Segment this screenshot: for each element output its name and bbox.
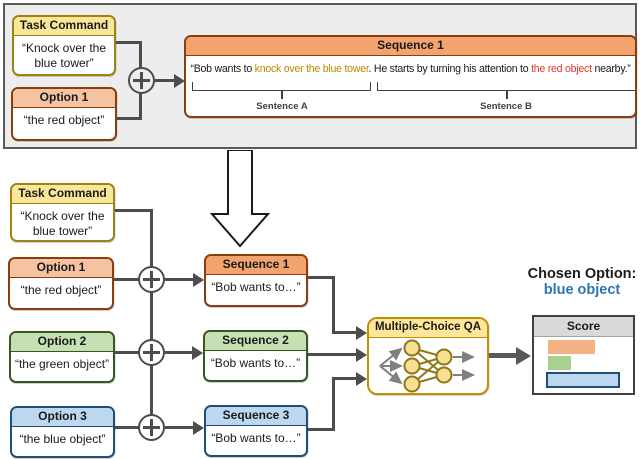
flow-down-arrow [210, 150, 270, 248]
connector-line [165, 351, 193, 354]
connector-line [165, 278, 194, 281]
task-command-box: Task Command “Knock over the blue tower” [10, 183, 115, 242]
connector-line [150, 209, 153, 431]
task-command-title: Task Command [14, 17, 114, 36]
connector-line [117, 117, 142, 120]
chosen-option-value: blue object [543, 282, 621, 298]
arrowhead-icon [356, 371, 367, 386]
option3-text: “the blue object” [19, 432, 106, 446]
qa-box-title: Multiple-Choice QA [369, 319, 487, 338]
task-command-text: “Knock over the blue tower” [20, 209, 105, 238]
chosen-option-label: Chosen Option: [527, 266, 637, 282]
score-bar-option2-green [548, 356, 571, 370]
connector-line [165, 426, 194, 429]
chosen-option: Chosen Option: blue object [524, 266, 640, 298]
sequence3-text: “Bob wants to…” [211, 431, 301, 445]
arrowhead-icon [516, 347, 531, 365]
sentence-b-label: Sentence B [480, 101, 532, 112]
score-title: Score [534, 317, 633, 337]
score-bars [534, 337, 633, 393]
neural-network-icon [379, 339, 475, 393]
connector-line [308, 353, 356, 356]
sequence2-title: Sequence 2 [205, 332, 306, 351]
option2-text: “the green object” [14, 357, 110, 371]
score-box: Score [532, 315, 635, 395]
connector-line [115, 351, 141, 354]
sentence-part-plain: nearby.” [591, 63, 631, 75]
sequence1-title: Sequence 1 [186, 37, 635, 56]
arrowhead-icon [193, 420, 204, 435]
sentence-a-brace-stem [281, 91, 283, 99]
connector-line [115, 426, 141, 429]
connector-line [332, 377, 335, 431]
score-bar-option1-red [548, 340, 595, 354]
connector-line [332, 377, 356, 380]
plus-combine-icon [138, 414, 165, 441]
sentence-part-task-highlight: knock over the blue tower [254, 63, 369, 75]
arrowhead-icon [192, 345, 203, 360]
sequence1-text: “Bob wants to…” [211, 280, 301, 294]
plus-combine-icon [138, 339, 165, 366]
sequence-sentence: “Bob wants to knock over the blue tower.… [186, 62, 635, 77]
example-panel: Task Command “Knock over the blue tower”… [3, 3, 637, 149]
option1-box-top: Option 1 “the red object” [11, 87, 117, 141]
connector-line [115, 209, 153, 212]
sequence2-text: “Bob wants to…” [210, 356, 301, 370]
sequence3-title: Sequence 3 [206, 407, 306, 426]
arrowhead-icon [356, 347, 367, 362]
connector-line [308, 428, 335, 431]
connector-line [332, 276, 335, 334]
option3-box: Option 3 “the blue object” [10, 406, 115, 458]
sequence1-body: “Bob wants to knock over the blue tower.… [186, 56, 635, 116]
plus-combine-icon [138, 266, 165, 293]
multiple-choice-qa-box: Multiple-Choice QA [367, 317, 489, 395]
sequence1-large-box: Sequence 1 “Bob wants to knock over the … [184, 35, 637, 118]
task-command-title: Task Command [12, 185, 113, 204]
sentence-a-label: Sentence A [256, 101, 308, 112]
sentence-b-brace-stem [506, 91, 508, 99]
sentence-part-plain: . He starts by turning his attention to [368, 63, 532, 75]
option1-title: Option 1 [13, 89, 115, 108]
connector-line [114, 278, 141, 281]
option1-box: Option 1 “the red object” [8, 257, 114, 310]
arrowhead-icon [193, 272, 204, 287]
sentence-a-brace [192, 82, 371, 91]
sequence2-box: Sequence 2 “Bob wants to…” [203, 330, 308, 382]
connector-line [155, 79, 175, 82]
connector-line [308, 276, 335, 279]
option2-box: Option 2 “the green object” [9, 331, 115, 383]
sequence1-title: Sequence 1 [206, 256, 306, 275]
score-bar-option3-blue [546, 372, 620, 388]
sequence1-box: Sequence 1 “Bob wants to…” [204, 254, 308, 307]
task-command-box-top: Task Command “Knock over the blue tower” [12, 15, 116, 76]
option1-text: “the red object” [20, 283, 102, 297]
connector-line [489, 353, 518, 358]
option1-title: Option 1 [10, 259, 112, 278]
task-command-text: “Knock over the blue tower” [21, 41, 107, 70]
option2-title: Option 2 [11, 333, 113, 352]
plus-combine-icon [128, 67, 155, 94]
arrowhead-icon [174, 73, 185, 88]
option1-text: “the red object” [23, 113, 105, 127]
connector-line [332, 331, 356, 334]
option3-title: Option 3 [12, 408, 113, 427]
arrowhead-icon [356, 325, 367, 340]
sentence-b-brace [377, 82, 635, 91]
sentence-part-option-highlight: the red object [531, 63, 592, 75]
connector-line [116, 41, 142, 44]
sequence3-box: Sequence 3 “Bob wants to…” [204, 405, 308, 457]
sentence-part-plain: “Bob wants to [190, 63, 255, 75]
